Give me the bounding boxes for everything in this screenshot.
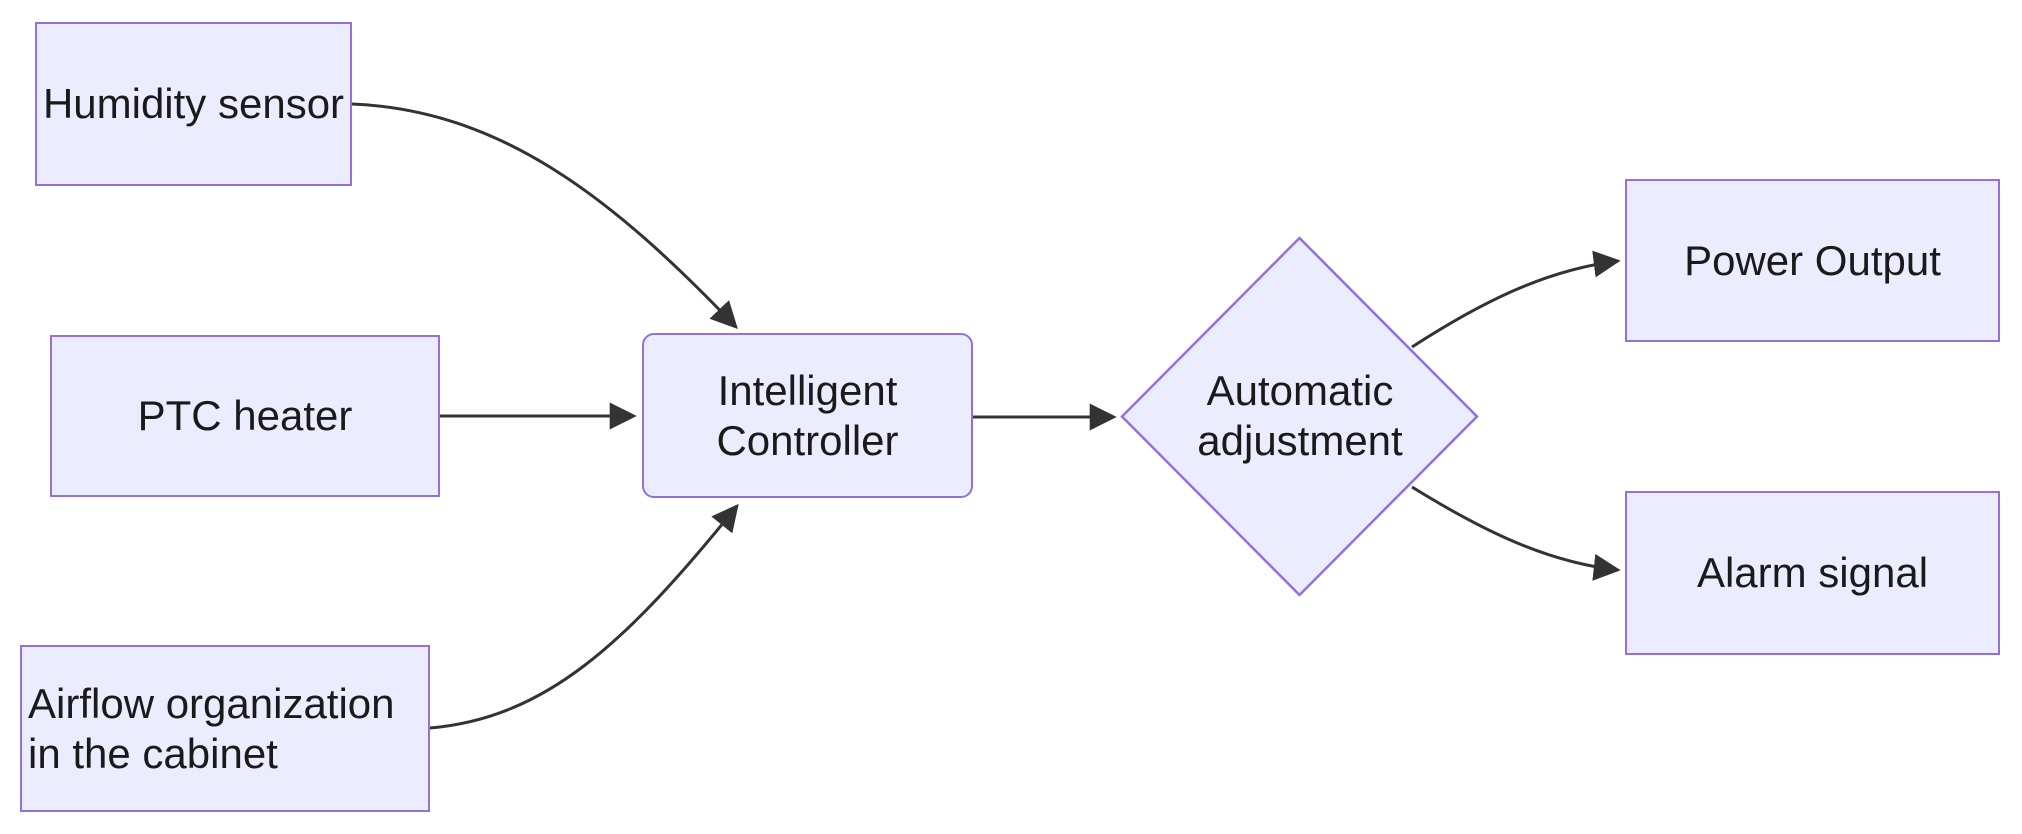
node-alarm-signal: Alarm signal [1625, 491, 2000, 655]
node-intelligent-controller-label: Intelligent Controller [716, 366, 899, 464]
node-humidity-sensor-label: Humidity sensor [42, 80, 345, 127]
edge-decision-to-alarm [1411, 485, 1621, 581]
node-power-output: Power Output [1625, 179, 2000, 342]
node-intelligent-controller: Intelligent Controller [642, 333, 973, 498]
node-ptc-heater: PTC heater [50, 335, 440, 497]
node-ptc-heater-label: PTC heater [137, 392, 353, 439]
node-automatic-adjustment: Automatic adjustment [1160, 365, 1440, 467]
node-airflow-organization-label: Airflow organization in the cabinet [28, 679, 395, 777]
node-alarm-signal-label: Alarm signal [1696, 549, 1929, 596]
node-automatic-adjustment-label: Automatic adjustment [1197, 367, 1403, 464]
decision-diamond-shape [1120, 236, 1479, 597]
node-humidity-sensor: Humidity sensor [35, 22, 352, 186]
edge-humidity-to-controller [351, 102, 738, 329]
edge-airflow-to-controller [429, 503, 739, 730]
node-power-output-label: Power Output [1684, 236, 1941, 284]
node-airflow-organization: Airflow organization in the cabinet [20, 645, 430, 812]
edge-decision-to-power [1411, 250, 1621, 349]
